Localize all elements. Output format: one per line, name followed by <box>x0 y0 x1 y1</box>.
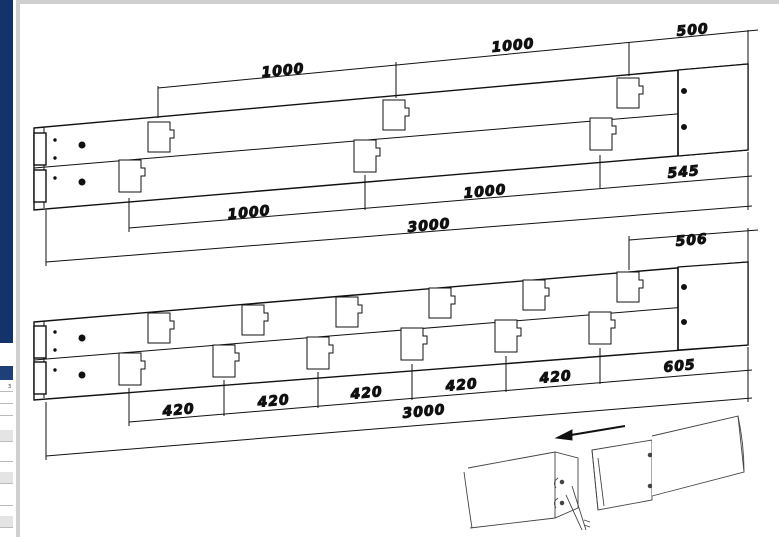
end-profile-lower <box>33 169 47 203</box>
mounting-tab <box>118 352 146 386</box>
left-rail-break-line <box>463 471 473 529</box>
overall-dimension-line <box>45 397 753 457</box>
dimension-label: 500 <box>676 21 710 40</box>
table-row <box>0 450 13 462</box>
dimension-line <box>128 369 753 423</box>
connector-block <box>591 439 653 511</box>
left-panel-navy-strip <box>0 0 13 343</box>
dimension-line <box>128 175 753 229</box>
bottom-rail: 506 420 420 420 420 420 605 3000 <box>33 228 759 460</box>
left-rail-hole <box>559 479 565 485</box>
dimension-label: 420 <box>256 392 291 411</box>
table-row <box>0 380 13 392</box>
rail-connector <box>677 63 749 157</box>
table-row <box>0 472 13 484</box>
mounting-tab <box>241 304 269 336</box>
dimension-label: 420 <box>349 384 384 403</box>
dimension-label: 545 <box>667 163 701 182</box>
rail-screw <box>78 178 86 186</box>
mounting-tab <box>616 77 644 109</box>
dimension-label: 506 <box>675 231 709 250</box>
mounting-tab <box>494 319 522 353</box>
mounting-tab <box>382 99 410 131</box>
right-rail-break-line <box>737 415 745 473</box>
mounting-tab <box>522 279 550 311</box>
mounting-tab <box>306 336 334 370</box>
dimension-label: 1000 <box>227 203 271 223</box>
rail-midline <box>33 301 749 361</box>
rail-hole <box>53 138 57 142</box>
end-profile-lower <box>33 361 47 395</box>
dimension-label: 605 <box>663 357 697 376</box>
mounting-tab <box>589 117 617 151</box>
dimension-label: 1000 <box>261 61 305 81</box>
left-rail-hole <box>559 500 565 506</box>
joint-detail-sketch <box>463 415 745 531</box>
mounting-tab <box>400 327 428 361</box>
mounting-tab <box>335 296 363 328</box>
connector-block-hole <box>647 483 653 489</box>
rail-screw <box>78 371 86 379</box>
rail-midline <box>33 107 749 169</box>
connector-screw <box>681 284 687 290</box>
connector-block-edge <box>591 449 605 511</box>
dimension-label: 1000 <box>491 36 535 56</box>
dimension-line <box>157 29 759 89</box>
dimension-label: 1000 <box>463 182 507 202</box>
direction-arrow <box>564 425 626 437</box>
connector-screw <box>681 88 687 94</box>
mounting-tab <box>147 121 175 153</box>
rail-screw <box>78 141 86 149</box>
mounting-tab <box>147 312 175 344</box>
right-rail-piece <box>651 415 745 497</box>
overall-dimension-label: 3000 <box>402 402 446 422</box>
mounting-tab <box>118 159 146 193</box>
rail-hole <box>53 348 57 352</box>
end-profile-upper <box>33 132 47 166</box>
rail-connector <box>677 261 749 351</box>
dimension-label: 420 <box>161 401 196 420</box>
rail-hole <box>53 176 57 180</box>
rail-hole <box>53 368 57 372</box>
table-header <box>0 366 13 380</box>
left-rail-clip <box>553 477 559 509</box>
dimension-label: 420 <box>538 368 573 387</box>
leader-tick <box>583 519 591 528</box>
dimension-line <box>628 229 759 241</box>
left-rail-piece <box>467 451 579 529</box>
table-row <box>0 516 13 528</box>
table-cell-text: 3 <box>8 384 12 390</box>
rail-screw <box>78 334 86 342</box>
top-rail: 1000 1000 500 1000 1000 545 3000 <box>33 20 759 266</box>
rail-hole <box>53 330 57 334</box>
overall-dimension-label: 3000 <box>407 216 451 236</box>
connector-screw <box>681 319 687 325</box>
mounting-tab <box>353 139 381 173</box>
left-spec-table-fragment: 3 <box>0 366 13 537</box>
arrow-head-icon <box>554 429 573 441</box>
table-row <box>0 494 13 506</box>
dimension-label: 420 <box>444 376 479 395</box>
table-row <box>0 404 13 416</box>
table-row <box>0 430 13 442</box>
mounting-tab <box>588 311 616 345</box>
mounting-tab <box>616 271 644 303</box>
end-profile-upper <box>33 325 47 359</box>
mounting-tab <box>212 344 240 378</box>
overall-dimension-line <box>45 205 753 263</box>
connector-screw <box>681 124 687 130</box>
mounting-tab <box>428 287 456 319</box>
table-row <box>0 392 13 404</box>
leader-line <box>565 485 587 531</box>
connector-block-hole <box>647 452 653 458</box>
rail-hole <box>53 156 57 160</box>
